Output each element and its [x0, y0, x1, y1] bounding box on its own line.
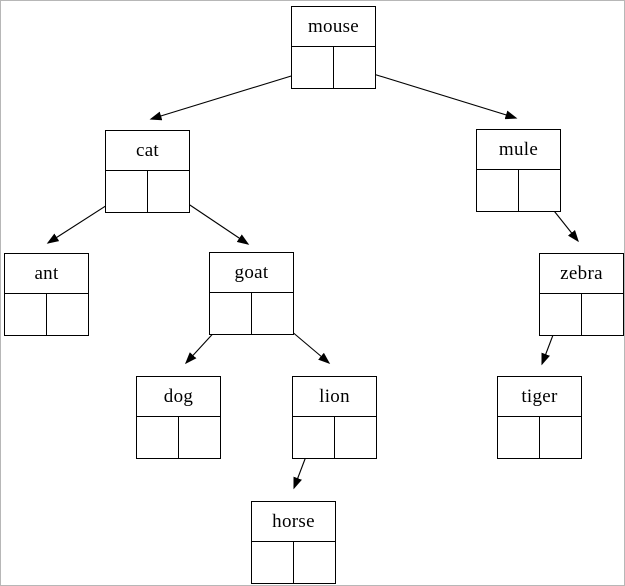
node-label: goat	[210, 253, 293, 293]
tree-node-lion: lion	[292, 376, 377, 459]
edge-mouse-left-to-cat	[149, 68, 315, 121]
node-pointer-cells	[477, 170, 560, 212]
right-pointer-cell	[294, 542, 335, 584]
node-pointer-cells	[498, 417, 581, 459]
node-label: lion	[293, 377, 376, 417]
node-pointer-cells	[293, 417, 376, 459]
tree-node-ant: ant	[4, 253, 89, 336]
node-pointer-cells	[137, 417, 220, 459]
node-pointer-cells	[5, 294, 88, 336]
right-pointer-cell	[582, 294, 623, 336]
right-pointer-cell	[540, 417, 581, 459]
right-pointer-cell	[335, 417, 376, 459]
left-pointer-cell	[210, 293, 252, 335]
node-pointer-cells	[210, 293, 293, 335]
tree-node-goat: goat	[209, 252, 294, 335]
tree-node-zebra: zebra	[539, 253, 624, 336]
left-pointer-cell	[292, 47, 334, 89]
node-pointer-cells	[540, 294, 623, 336]
node-label: horse	[252, 502, 335, 542]
node-label: zebra	[540, 254, 623, 294]
right-pointer-cell	[519, 170, 560, 212]
left-pointer-cell	[137, 417, 179, 459]
tree-node-dog: dog	[136, 376, 221, 459]
tree-node-mouse: mouse	[291, 6, 376, 89]
node-pointer-cells	[106, 171, 189, 213]
left-pointer-cell	[252, 542, 294, 584]
node-label: cat	[106, 131, 189, 171]
node-label: tiger	[498, 377, 581, 417]
tree-node-mule: mule	[476, 129, 561, 212]
right-pointer-cell	[47, 294, 88, 336]
node-pointer-cells	[292, 47, 375, 89]
left-pointer-cell	[5, 294, 47, 336]
left-pointer-cell	[293, 417, 335, 459]
tree-node-cat: cat	[105, 130, 190, 213]
node-label: dog	[137, 377, 220, 417]
node-label: mouse	[292, 7, 375, 47]
right-pointer-cell	[148, 171, 189, 213]
left-pointer-cell	[498, 417, 540, 459]
right-pointer-cell	[334, 47, 375, 89]
node-label: ant	[5, 254, 88, 294]
right-pointer-cell	[179, 417, 220, 459]
tree-node-horse: horse	[251, 501, 336, 584]
right-pointer-cell	[252, 293, 293, 335]
left-pointer-cell	[477, 170, 519, 212]
tree-node-tiger: tiger	[497, 376, 582, 459]
node-label: mule	[477, 130, 560, 170]
left-pointer-cell	[106, 171, 148, 213]
node-pointer-cells	[252, 542, 335, 584]
edge-mouse-right-to-mule	[353, 67, 518, 120]
left-pointer-cell	[540, 294, 582, 336]
